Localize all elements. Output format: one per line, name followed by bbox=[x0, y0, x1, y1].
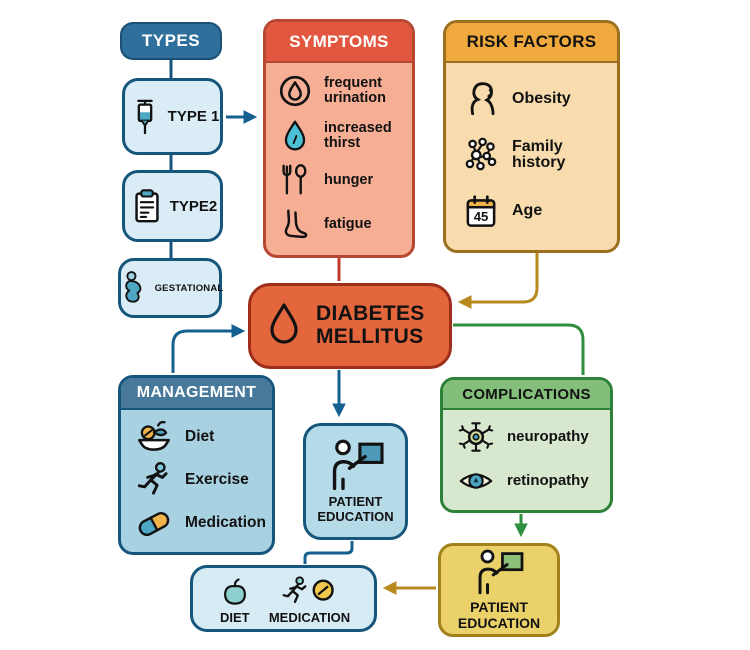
arrow-management-to-diabetes bbox=[171, 324, 246, 373]
risk-age: 45 Age bbox=[460, 191, 611, 233]
syringe-icon bbox=[136, 99, 153, 134]
symptoms-header: SYMPTOMS bbox=[266, 22, 412, 63]
runner-icon bbox=[137, 462, 168, 495]
complication-label: retinopathy bbox=[507, 472, 589, 490]
arrow-riskfactors-to-diabetes bbox=[457, 253, 539, 309]
risk-family-history: Family history bbox=[460, 134, 611, 176]
management-medication: Medication bbox=[133, 503, 266, 543]
link-diabetes-to-complications bbox=[453, 323, 585, 375]
type2-node: TYPE2 bbox=[122, 170, 223, 242]
calendar-icon: 45 bbox=[466, 195, 496, 227]
teacher-icon bbox=[478, 549, 524, 595]
risk-factors-panel: RISK FACTORS Obesity bbox=[443, 20, 620, 253]
types-title: TYPES bbox=[141, 31, 201, 50]
symptom-hunger: hunger bbox=[276, 161, 406, 199]
symptom-frequent-urination: frequent urination bbox=[276, 72, 406, 110]
risk-label: Age bbox=[512, 202, 543, 220]
complication-retinopathy: retinopathy bbox=[455, 462, 606, 500]
gestational-node: GESTATIONAL bbox=[118, 258, 224, 318]
symptom-label: frequent urination bbox=[324, 75, 387, 107]
management-exercise: Exercise bbox=[133, 459, 266, 501]
symptoms-title: SYMPTOMS bbox=[289, 31, 389, 51]
calendar-number: 45 bbox=[474, 209, 489, 224]
management-title: MANAGEMENT bbox=[136, 384, 257, 401]
link-patient-education-to-plan bbox=[303, 541, 354, 564]
complication-label: neuropathy bbox=[507, 428, 589, 446]
complication-neuropathy: neuropathy bbox=[455, 416, 606, 458]
symptom-label: increased thirst bbox=[324, 119, 392, 151]
diabetes-mellitus-title: DIABETES MELLITUS bbox=[316, 302, 425, 348]
symptom-label: hunger bbox=[324, 171, 374, 188]
food-bowl-icon bbox=[138, 420, 170, 451]
clipboard-icon bbox=[135, 189, 159, 223]
plan-diet: DIET bbox=[217, 575, 253, 625]
complications-panel: COMPLICATIONS neuropathy retinopathy bbox=[440, 377, 613, 513]
drop-icon bbox=[270, 303, 298, 344]
management-label: Exercise bbox=[185, 470, 249, 488]
risk-label: Family history bbox=[512, 137, 566, 172]
runner-clock-icon bbox=[282, 576, 334, 604]
management-header: MANAGEMENT bbox=[121, 378, 272, 410]
apple-icon bbox=[223, 578, 246, 605]
symptom-label: fatigue bbox=[324, 216, 372, 233]
person-profile-icon bbox=[470, 82, 495, 116]
patient-education-title: PATIENT EDUCATION bbox=[317, 493, 394, 524]
plan-label: DIET bbox=[220, 610, 250, 625]
management-label: Medication bbox=[185, 513, 266, 531]
management-label: Diet bbox=[185, 427, 215, 445]
symptom-increased-thirst: increased thirst bbox=[276, 117, 406, 155]
management-panel: MANAGEMENT Diet Exercise bbox=[118, 375, 275, 555]
risk-factors-header: RISK FACTORS bbox=[446, 23, 617, 63]
diabetes-mellitus-node: DIABETES MELLITUS bbox=[248, 283, 452, 369]
pill-icon bbox=[138, 512, 170, 536]
teacher-icon bbox=[332, 439, 384, 490]
urine-drop-icon bbox=[279, 76, 311, 107]
water-drop-icon bbox=[284, 120, 306, 151]
pregnant-woman-icon bbox=[124, 271, 141, 303]
risk-obesity: Obesity bbox=[460, 78, 611, 120]
plan-node: DIET MEDICATION bbox=[190, 565, 377, 632]
gestational-label: GESTATIONAL bbox=[154, 282, 224, 294]
risk-factors-title: RISK FACTORS bbox=[466, 32, 597, 51]
type1-label: TYPE 1 bbox=[167, 108, 220, 125]
risk-label: Obesity bbox=[512, 89, 571, 107]
type2-label: TYPE2 bbox=[169, 197, 218, 215]
family-network-icon bbox=[465, 138, 497, 171]
fork-spoon-icon bbox=[282, 164, 307, 195]
complications-header: COMPLICATIONS bbox=[443, 380, 610, 410]
management-diet: Diet bbox=[133, 417, 266, 457]
neuron-icon bbox=[458, 422, 494, 452]
eye-icon bbox=[459, 473, 493, 489]
plan-medication: MEDICATION bbox=[269, 575, 350, 625]
patient-education-right-node: PATIENT EDUCATION bbox=[438, 543, 560, 637]
complications-title: COMPLICATIONS bbox=[462, 385, 591, 403]
patient-education-center-node: PATIENT EDUCATION bbox=[303, 423, 408, 540]
type1-node: TYPE 1 bbox=[122, 78, 223, 155]
symptoms-panel: SYMPTOMS frequent urination increased th… bbox=[263, 19, 415, 258]
types-header: TYPES bbox=[120, 22, 222, 60]
patient-education-title: PATIENT EDUCATION bbox=[457, 598, 541, 631]
plan-label: MEDICATION bbox=[268, 610, 351, 625]
foot-icon bbox=[284, 209, 308, 238]
symptom-fatigue: fatigue bbox=[276, 206, 406, 244]
